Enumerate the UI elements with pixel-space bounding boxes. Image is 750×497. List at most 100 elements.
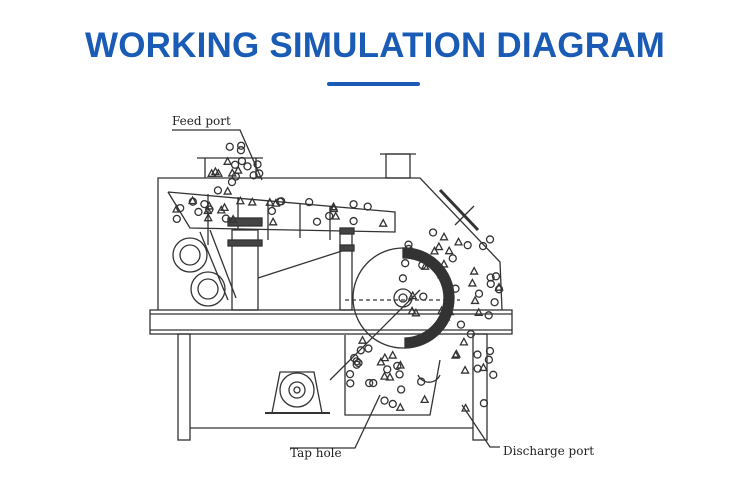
particle: [324, 211, 334, 221]
particle: [448, 254, 457, 263]
particle: [227, 177, 237, 187]
feed-port-label: Feed port: [172, 114, 231, 128]
particle: [456, 320, 466, 329]
particle: [213, 168, 224, 177]
particle: [404, 240, 413, 249]
material-particles: [171, 141, 504, 412]
particle: [494, 282, 504, 291]
particle: [305, 198, 314, 207]
particle: [474, 289, 484, 298]
page-title: WORKING SIMULATION DIAGRAM: [84, 26, 666, 65]
particle: [364, 344, 373, 353]
particle: [484, 355, 494, 364]
particle: [396, 385, 406, 394]
particle: [210, 166, 220, 176]
particle: [491, 272, 501, 281]
particle: [275, 197, 285, 206]
particle: [349, 216, 358, 226]
particle: [407, 306, 417, 315]
particle: [470, 295, 480, 305]
particle: [378, 218, 388, 227]
particle: [411, 307, 421, 317]
particle: [365, 378, 374, 388]
particle: [469, 266, 479, 275]
particle: [428, 228, 438, 237]
particle: [253, 160, 262, 169]
particle: [385, 372, 395, 381]
particle: [474, 307, 484, 316]
particle: [429, 245, 440, 255]
particle: [441, 312, 451, 321]
particle: [237, 141, 246, 150]
particle: [463, 241, 472, 250]
particle: [379, 371, 390, 380]
particle: [354, 358, 363, 368]
particle: [439, 259, 449, 268]
particle: [460, 365, 470, 374]
particle: [243, 162, 252, 171]
particle: [221, 214, 231, 223]
particle: [349, 200, 358, 209]
particle: [356, 346, 365, 355]
particle: [223, 186, 233, 195]
particle: [380, 396, 389, 405]
particle: [207, 168, 217, 177]
particle: [172, 214, 181, 224]
particle: [423, 257, 432, 266]
particle: [357, 335, 368, 344]
particle: [445, 306, 455, 316]
particle: [236, 146, 246, 155]
particle: [489, 370, 498, 379]
particle: [485, 346, 495, 356]
particle: [267, 206, 277, 216]
particle: [352, 360, 361, 369]
particle: [494, 285, 504, 294]
particle: [228, 214, 238, 223]
particle: [436, 269, 447, 279]
particle: [188, 197, 197, 206]
particle: [419, 292, 428, 301]
particle: [329, 203, 339, 213]
particle: [485, 235, 495, 244]
particle: [383, 365, 392, 374]
particle: [490, 298, 499, 307]
particle: [268, 216, 278, 226]
particle: [437, 305, 447, 315]
particle: [434, 241, 444, 251]
particle: [408, 290, 418, 300]
title-underline: [327, 82, 420, 86]
particle: [473, 364, 482, 373]
particle: [345, 369, 355, 379]
particle: [200, 199, 209, 209]
particle: [401, 259, 410, 268]
particle: [466, 329, 475, 339]
particle: [223, 156, 233, 165]
particle: [265, 197, 275, 206]
particle: [461, 403, 471, 412]
particle: [230, 160, 240, 169]
particle: [346, 379, 355, 388]
particle: [171, 204, 182, 213]
particle: [233, 165, 243, 174]
particle: [203, 212, 213, 222]
particle: [404, 244, 413, 254]
particle: [213, 186, 223, 195]
particle: [376, 356, 386, 366]
particle: [369, 378, 378, 388]
particle: [451, 284, 460, 293]
particle: [380, 352, 390, 362]
particle: [486, 279, 495, 289]
particle: [420, 261, 430, 270]
tap-hole-label: Tap hole: [290, 446, 342, 460]
particle: [247, 197, 257, 206]
particle: [216, 204, 226, 214]
particle: [473, 350, 482, 359]
particle: [249, 171, 258, 180]
particle: [225, 142, 234, 151]
particle: [451, 349, 461, 358]
particle: [479, 399, 489, 408]
particle: [478, 362, 489, 372]
particle: [194, 207, 203, 217]
particle: [331, 211, 341, 220]
